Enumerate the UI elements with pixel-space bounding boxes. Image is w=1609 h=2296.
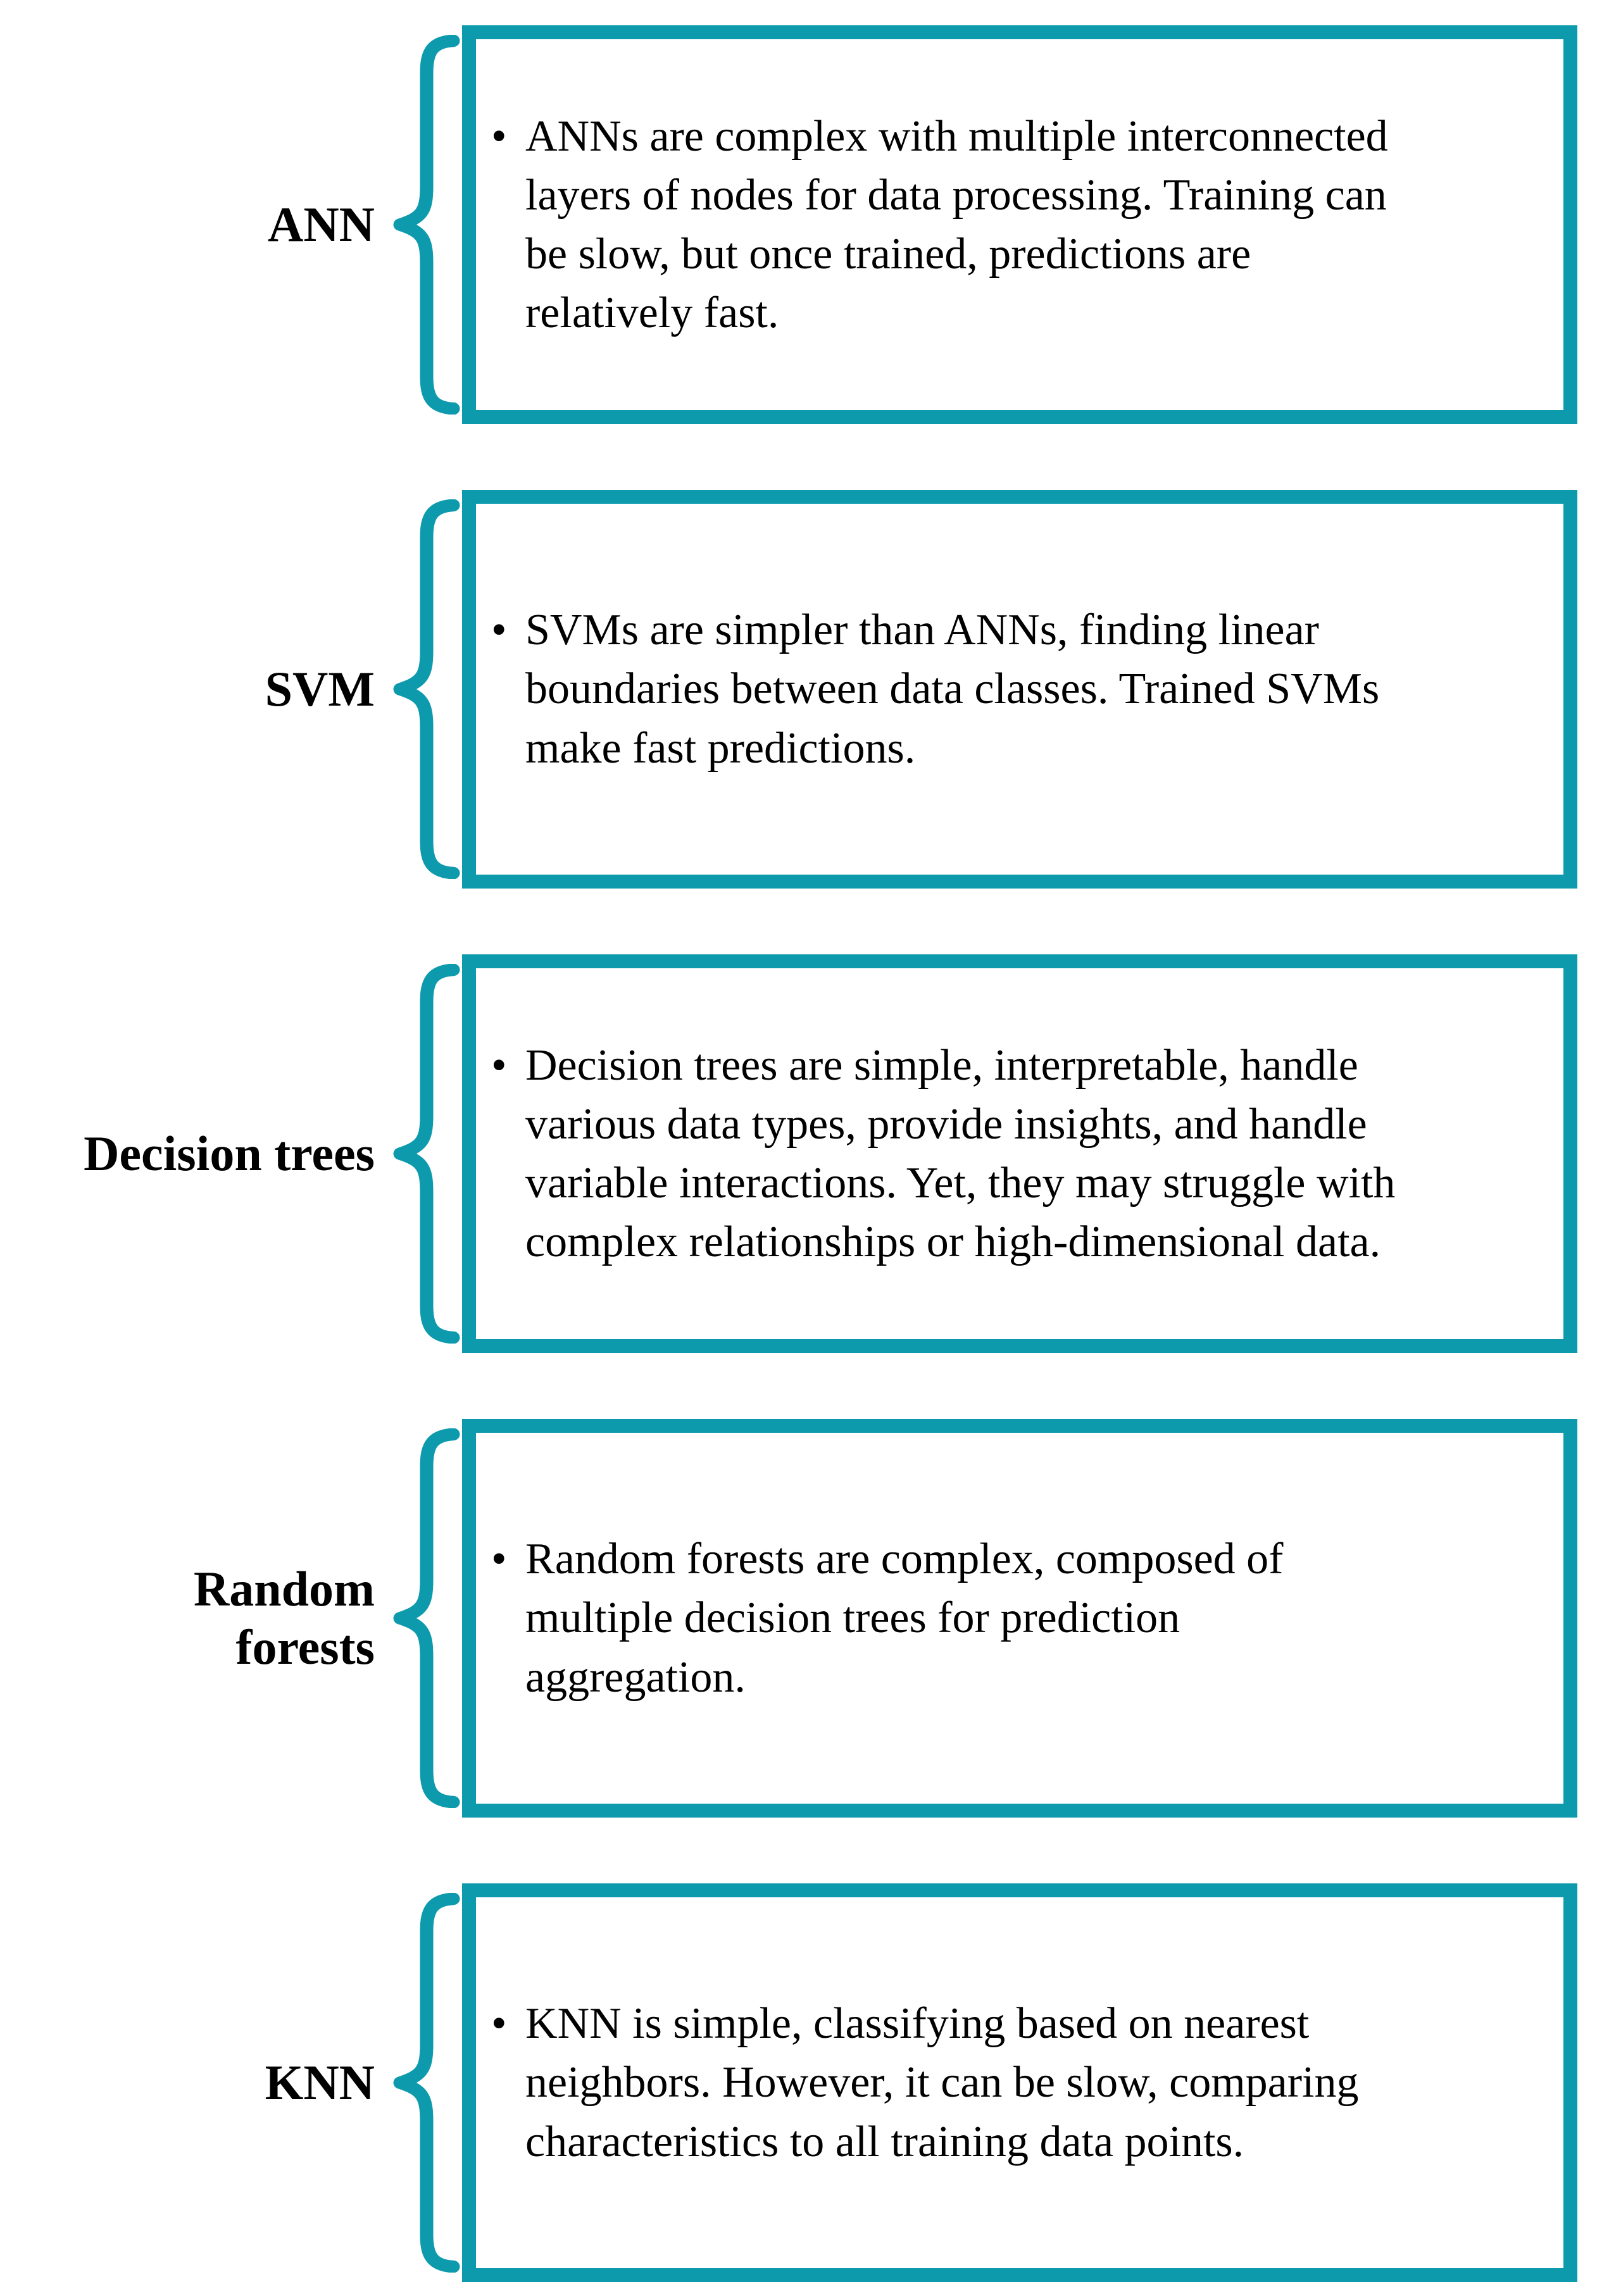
row-text-svm: SVMs are simpler than ANNs, finding line… xyxy=(525,606,1380,773)
bullet-item: • ANNs are complex with multiple interco… xyxy=(476,101,1394,349)
row-decision-trees: Decision trees • Decision trees are simp… xyxy=(0,954,1577,1353)
bullet-item: • KNN is simple, classifying based on ne… xyxy=(476,1988,1365,2177)
row-label-ann: ANN xyxy=(268,196,375,252)
curly-brace-icon xyxy=(393,964,460,1344)
content-box-svm: • SVMs are simpler than ANNs, finding li… xyxy=(462,490,1577,889)
bullet-marker: • xyxy=(491,1999,507,2049)
row-label-svm: SVM xyxy=(265,661,375,716)
brace-cell xyxy=(392,490,462,889)
bullet-marker: • xyxy=(491,1535,507,1584)
bullet-marker: • xyxy=(491,1040,507,1090)
brace-cell xyxy=(392,1883,462,2282)
brace-cell xyxy=(392,954,462,1353)
curly-brace-icon xyxy=(393,1893,460,2273)
bullet-marker: • xyxy=(491,606,507,655)
curly-brace-icon xyxy=(393,499,460,879)
row-text-decision-trees: Decision trees are simple, interpretable… xyxy=(525,1040,1396,1267)
row-label-random-forests: Random forests xyxy=(193,1561,375,1675)
row-ann: ANN • ANNs are complex with multiple int… xyxy=(0,25,1577,424)
row-svm: SVM • SVMs are simpler than ANNs, findin… xyxy=(0,490,1577,889)
content-box-knn: • KNN is simple, classifying based on ne… xyxy=(462,1883,1577,2282)
curly-brace-icon xyxy=(393,35,460,415)
content-box-random-forests: • Random forests are complex, composed o… xyxy=(462,1419,1577,1818)
bullet-item: • SVMs are simpler than ANNs, finding li… xyxy=(476,594,1386,783)
brace-cell xyxy=(392,1419,462,1818)
bullet-marker: • xyxy=(491,111,507,161)
curly-brace-icon xyxy=(393,1428,460,1808)
row-text-ann: ANNs are complex with multiple interconn… xyxy=(525,111,1388,338)
content-box-ann: • ANNs are complex with multiple interco… xyxy=(462,25,1577,424)
row-text-random-forests: Random forests are complex, composed of … xyxy=(525,1535,1284,1702)
row-label-decision-trees: Decision trees xyxy=(84,1125,375,1181)
row-label-knn: KNN xyxy=(265,2054,375,2110)
bullet-item: • Random forests are complex, composed o… xyxy=(476,1523,1289,1713)
brace-cell xyxy=(392,25,462,424)
row-text-knn: KNN is simple, classifying based on near… xyxy=(525,1999,1359,2166)
bullet-item: • Decision trees are simple, interpretab… xyxy=(476,1030,1401,1278)
row-random-forests: Random forests • Random forests are comp… xyxy=(0,1419,1577,1818)
content-box-decision-trees: • Decision trees are simple, interpretab… xyxy=(462,954,1577,1353)
row-knn: KNN • KNN is simple, classifying based o… xyxy=(0,1883,1577,2282)
